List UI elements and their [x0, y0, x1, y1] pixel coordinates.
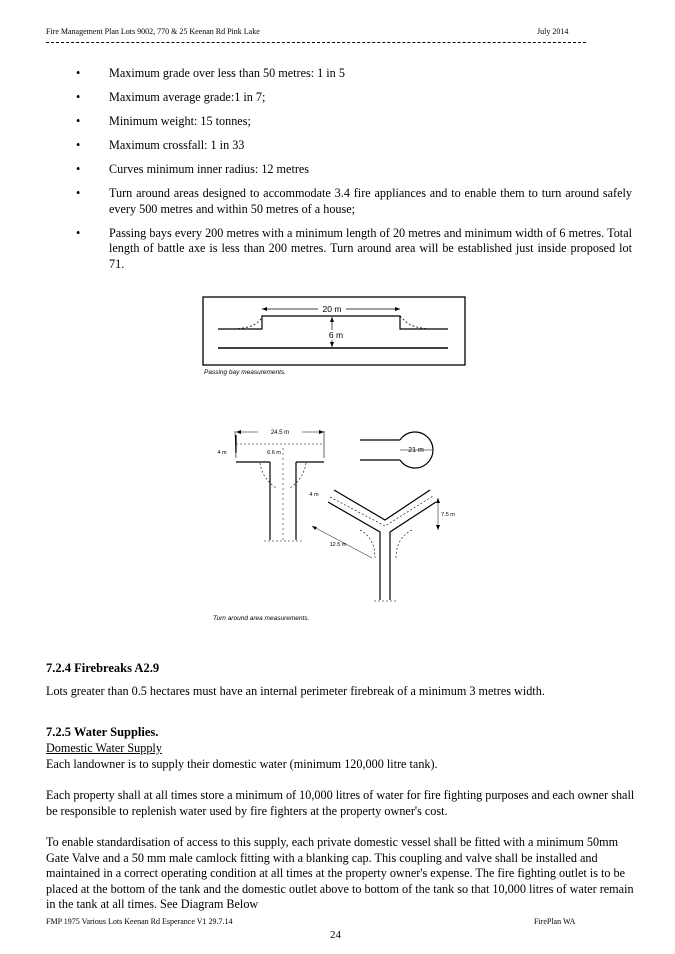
list-item: •Maximum average grade:1 in 7;: [76, 90, 266, 104]
bullet-icon: •: [76, 66, 81, 80]
bullet-icon: •: [76, 90, 81, 104]
passing-bay-caption: Passing bay measurements.: [204, 369, 287, 376]
firebreaks-text: Lots greater than 0.5 hectares must have…: [46, 684, 545, 698]
storage-paragraph: Each property shall at all times store a…: [46, 788, 635, 818]
list-item: •Passing bays every 200 metres with a mi…: [76, 225, 632, 271]
header-divider: [46, 42, 586, 43]
standardisation-paragraph: To enable standardisation of access to t…: [46, 835, 634, 911]
water-supplies-heading: 7.2.5 Water Supplies.: [46, 725, 159, 739]
y-junction-depth-label: 4 m: [309, 492, 319, 498]
y-junction-length-label: 12.5 m: [330, 542, 347, 548]
turn-around-caption: Turn around area measurements.: [213, 615, 310, 622]
passing-bay-width-label: 6 m: [329, 330, 343, 340]
header-title: Fire Management Plan Lots 9002, 770 & 25…: [46, 27, 260, 36]
passing-bay-figure: 20 m 6 m Passing bay measurements.: [200, 294, 470, 389]
list-item: •Curves minimum inner radius: 12 metres: [76, 162, 310, 176]
t-junction-depth-label: 4 m: [217, 450, 227, 456]
page-number: 24: [330, 929, 341, 941]
turn-around-diagram: 24.5 m 4 m 6.6 m 21 m 4 m 7.5 m: [217, 430, 455, 602]
footer-reference: FMP 1975 Various Lots Keenan Rd Esperanc…: [46, 917, 233, 926]
list-item: •Minimum weight: 15 tonnes;: [76, 114, 251, 128]
bullet-icon: •: [76, 114, 81, 128]
firebreaks-heading: 7.2.4 Firebreaks A2.9: [46, 661, 160, 675]
turn-around-figure: 24.5 m 4 m 6.6 m 21 m 4 m 7.5 m: [200, 418, 470, 622]
requirements-list: •Maximum grade over less than 50 metres:…: [76, 66, 632, 281]
cul-de-sac-diameter-label: 21 m: [408, 447, 424, 454]
domestic-water-subheading: Domestic Water Supply: [46, 741, 162, 755]
bullet-icon: •: [76, 186, 81, 200]
bullet-icon: •: [76, 162, 81, 176]
bullet-icon: •: [76, 138, 81, 152]
passing-bay-diagram: 20 m 6 m: [202, 296, 466, 366]
t-junction-width-label: 24.5 m: [271, 430, 289, 436]
bullet-icon: •: [76, 225, 81, 240]
domestic-water-line: Each landowner is to supply their domest…: [46, 757, 438, 771]
header-date: July 2014: [537, 27, 569, 36]
list-item: •Maximum grade over less than 50 metres:…: [76, 66, 345, 80]
y-junction-height-label: 7.5 m: [441, 512, 455, 518]
list-item: •Turn around areas designed to accommoda…: [76, 186, 632, 216]
t-junction-inner-label: 6.6 m: [267, 450, 281, 456]
passing-bay-length-label: 20 m: [323, 304, 342, 314]
footer-company: FirePlan WA: [534, 917, 576, 926]
list-item: •Maximum crossfall: 1 in 33: [76, 138, 245, 152]
